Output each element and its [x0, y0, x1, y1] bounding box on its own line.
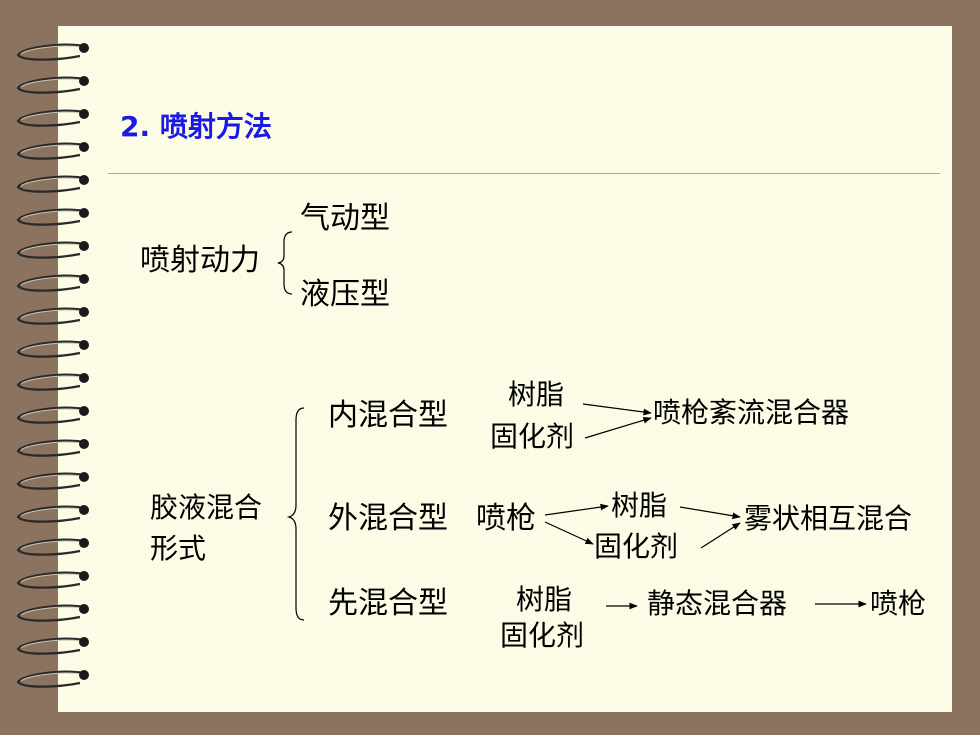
power-brace	[277, 231, 293, 295]
spiral-ring	[16, 43, 89, 61]
spiral-ring	[16, 340, 89, 358]
external-gun-hardener-arrow	[544, 521, 594, 545]
spiral-ring	[16, 307, 89, 325]
spiral-ring	[16, 241, 89, 259]
external-resin-result-arrow	[679, 506, 741, 520]
premix-gun: 喷枪	[870, 587, 927, 620]
spiral-ring	[16, 604, 89, 622]
internal-mix-label: 内混合型	[328, 398, 448, 433]
spiral-ring	[16, 274, 89, 292]
spiral-ring	[16, 109, 89, 127]
slide	[58, 26, 952, 712]
spiral-ring	[16, 637, 89, 655]
slide-title: 2. 喷射方法	[120, 110, 272, 143]
external-result: 雾状相互混合	[744, 502, 913, 535]
premix-hardener: 固化剂	[500, 619, 585, 652]
spiral-ring	[16, 76, 89, 94]
power-type-hydraulic: 液压型	[300, 277, 390, 312]
mix-label-line1: 胶液混合	[150, 491, 263, 524]
external-resin: 树脂	[611, 489, 668, 522]
spiral-ring	[16, 472, 89, 490]
premix-resin: 树脂	[516, 583, 573, 616]
spiral-ring	[16, 538, 89, 556]
spiral-ring	[16, 505, 89, 523]
internal-resin-arrow	[582, 403, 652, 416]
power-label: 喷射动力	[140, 243, 260, 278]
internal-hardener: 固化剂	[490, 420, 575, 453]
spiral-ring	[16, 571, 89, 589]
spiral-ring	[16, 670, 89, 688]
mix-label-line2: 形式	[150, 532, 207, 565]
internal-result: 喷枪紊流混合器	[653, 396, 850, 429]
external-hardener: 固化剂	[594, 530, 679, 563]
internal-resin: 树脂	[508, 378, 565, 411]
premix-label: 先混合型	[328, 586, 448, 621]
external-hardener-result-arrow	[700, 522, 741, 549]
power-type-pneumatic: 气动型	[300, 201, 390, 236]
spiral-ring	[16, 175, 89, 193]
external-mix-label: 外混合型	[328, 501, 448, 536]
title-divider	[108, 173, 940, 174]
spiral-ring	[16, 439, 89, 457]
external-gun-resin-arrow	[544, 503, 609, 516]
spiral-ring	[16, 406, 89, 424]
spiral-ring	[16, 142, 89, 160]
spiral-ring	[16, 373, 89, 391]
mix-brace	[286, 407, 305, 621]
internal-hardener-arrow	[584, 416, 652, 439]
premix-mixer: 静态混合器	[647, 587, 788, 620]
spiral-ring	[16, 208, 89, 226]
external-gun: 喷枪	[476, 501, 536, 536]
spiral-binding	[16, 43, 89, 688]
